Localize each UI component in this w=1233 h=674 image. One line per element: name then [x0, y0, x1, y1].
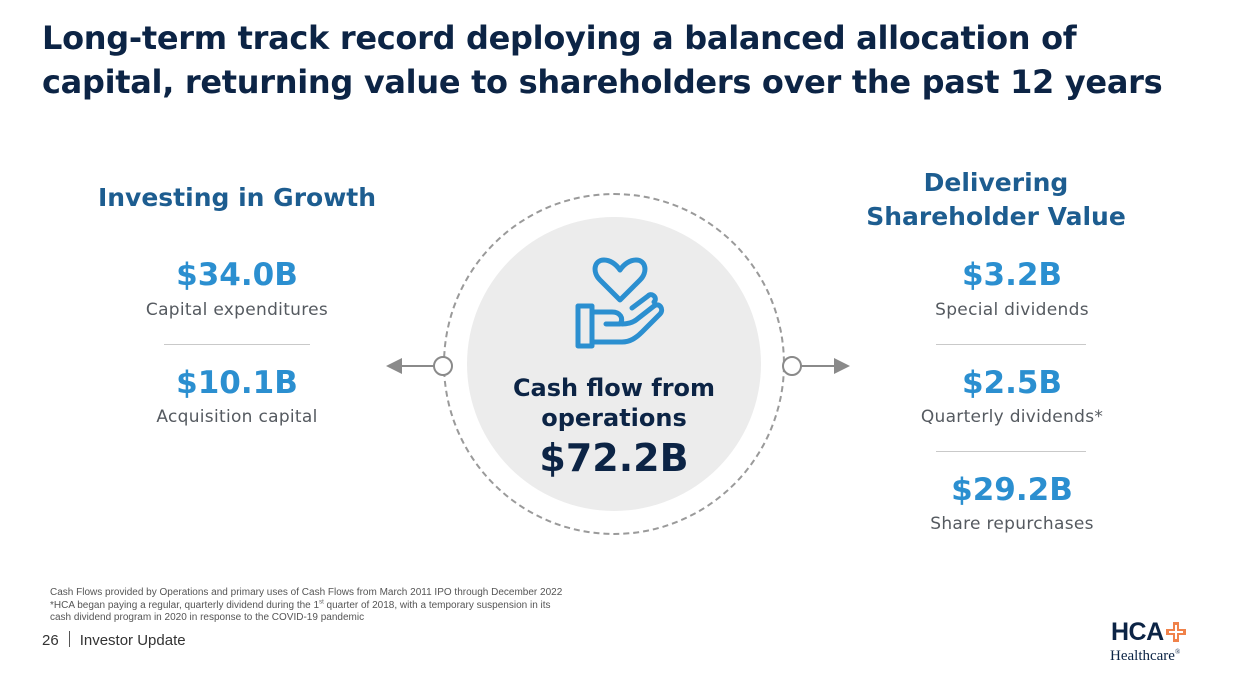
slide-title-line-1: Long-term track record deploying a balan… — [42, 19, 1077, 57]
hca-healthcare-logo: HCA Healthcare® — [1106, 618, 1206, 664]
acquisition-capital-value: $10.1B — [176, 365, 298, 401]
footer-separator — [68, 631, 70, 647]
investing-in-growth-heading: Investing in Growth — [97, 183, 377, 212]
heart-in-hand-icon — [575, 257, 665, 349]
delivering-heading-line-1: Delivering — [923, 168, 1069, 197]
delivering-heading-line-2: Shareholder Value — [866, 202, 1126, 231]
left-arrowhead-icon — [386, 358, 402, 374]
right-divider-2 — [936, 451, 1086, 452]
footnote-line-3: cash dividend program in 2020 in respons… — [50, 612, 365, 623]
special-dividends-label: Special dividends — [935, 300, 1089, 320]
slide-footer: 26 Investor Update — [42, 631, 186, 649]
quarterly-dividends-label: Quarterly dividends* — [920, 407, 1104, 427]
capex-value: $34.0B — [176, 257, 298, 293]
footnote-line-2: *HCA began paying a regular, quarterly d… — [50, 599, 650, 613]
footnote-line-2-text: *HCA began paying a regular, quarterly d… — [50, 599, 320, 611]
slide-title-line-2: capital, returning value to shareholders… — [42, 63, 1163, 101]
right-connector-node — [782, 356, 802, 376]
footer-label: Investor Update — [79, 632, 186, 649]
acquisition-capital-label: Acquisition capital — [156, 407, 318, 427]
special-dividends-value: $3.2B — [961, 257, 1063, 293]
share-repurchases-value: $29.2B — [951, 472, 1073, 508]
left-arrow-shaft — [398, 365, 435, 367]
footnote-line-1: Cash Flows provided by Operations and pr… — [50, 587, 563, 598]
logo-subtext: Healthcare® — [1110, 643, 1180, 665]
left-connector-node — [433, 356, 453, 376]
left-divider — [164, 344, 310, 345]
quarterly-dividends-value: $2.5B — [961, 365, 1063, 401]
logo-sub-text: Healthcare — [1110, 648, 1175, 664]
footnotes: Cash Flows provided by Operations and pr… — [50, 587, 650, 625]
right-divider-1 — [936, 344, 1086, 345]
center-label-line-2: operations — [541, 404, 687, 432]
slide-title: Long-term track record deploying a balan… — [42, 16, 1202, 104]
page-number: 26 — [42, 632, 59, 649]
logo-registered-mark: ® — [1174, 648, 1181, 656]
right-arrowhead-icon — [834, 358, 850, 374]
capex-label: Capital expenditures — [145, 300, 329, 320]
logo-cross-icon — [1166, 622, 1186, 642]
cash-flow-value: $72.2B — [539, 436, 689, 480]
center-label-line-1: Cash flow from — [512, 374, 716, 402]
right-arrow-shaft — [801, 365, 837, 367]
logo-wordmark: HCA — [1111, 618, 1164, 646]
share-repurchases-label: Share repurchases — [930, 514, 1094, 534]
footnote-line-2-text-end: quarter of 2018, with a temporary suspen… — [323, 599, 551, 611]
footnote-superscript: st — [319, 599, 324, 606]
